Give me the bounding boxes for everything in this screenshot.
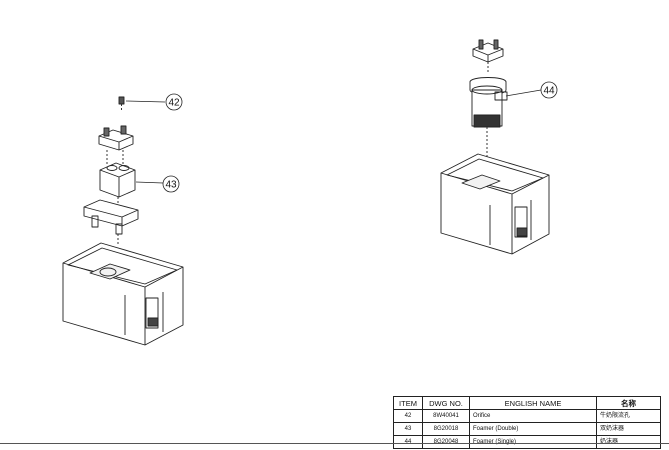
- callout-43-label: 43: [165, 180, 177, 191]
- bom-header-row: ITEM DWG NO. ENGLISH NAME 名称: [393, 396, 661, 410]
- callout-44: 44: [540, 81, 558, 99]
- item-cell: 43: [393, 422, 423, 436]
- bottom-rule: [0, 443, 669, 444]
- right-top-cap-part: [472, 39, 504, 74]
- left-bracket-part: [83, 199, 139, 244]
- orifice-part: [118, 96, 125, 112]
- chinese-name-header: 名称: [596, 396, 661, 410]
- callout-44-label: 44: [543, 86, 555, 97]
- english-name-cell: Foamer (Single): [469, 435, 597, 449]
- callout-42-label: 42: [168, 98, 180, 109]
- callout-42: 42: [165, 93, 183, 111]
- dwg-no-cell: 8G20018: [422, 422, 470, 436]
- english-name-cell: Foamer (Double): [469, 422, 597, 436]
- english-name-cell: Orifice: [469, 409, 597, 423]
- left-top-cap-part: [98, 125, 134, 166]
- item-cell: 42: [393, 409, 423, 423]
- double-foamer-part: [99, 162, 136, 205]
- left-container-part: [62, 242, 184, 346]
- chinese-name-cell: 奶沫器: [596, 435, 661, 449]
- item-cell: 44: [393, 435, 423, 449]
- english-name-header: ENGLISH NAME: [469, 396, 597, 410]
- single-foamer-part: [469, 77, 508, 160]
- item-header: ITEM: [393, 396, 423, 410]
- table-row: 43 8G20018 Foamer (Double) 双奶沫器: [393, 422, 661, 436]
- chinese-name-cell: 牛奶限流孔: [596, 409, 661, 423]
- callout-leaders: [125, 89, 542, 184]
- callout-43: 43: [162, 175, 180, 193]
- dwg-no-header: DWG NO.: [422, 396, 470, 410]
- table-row: 44 8G20048 Foamer (Single) 奶沫器: [393, 435, 661, 449]
- chinese-name-cell: 双奶沫器: [596, 422, 661, 436]
- bom-table: ITEM DWG NO. ENGLISH NAME 名称 42 8W40041 …: [393, 396, 661, 449]
- right-container-part: [440, 153, 550, 255]
- dwg-no-cell: 8W40041: [422, 409, 470, 423]
- dwg-no-cell: 8G20048: [422, 435, 470, 449]
- table-row: 42 8W40041 Orifice 牛奶限流孔: [393, 409, 661, 423]
